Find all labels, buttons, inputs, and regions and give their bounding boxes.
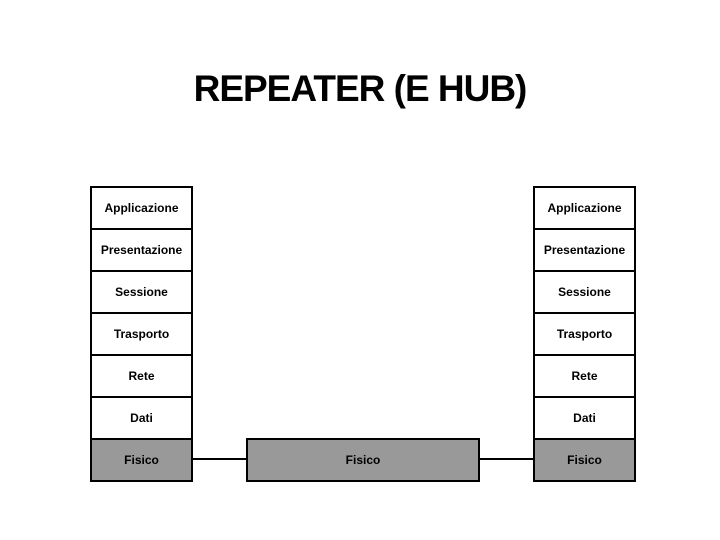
- slide-title: REPEATER (E HUB): [193, 68, 528, 109]
- layer-box-fisico: Fisico: [90, 438, 193, 482]
- osi-stack-left: Applicazione Presentazione Sessione Tras…: [90, 186, 193, 482]
- layer-box-presentazione: Presentazione: [533, 228, 636, 272]
- cable-line-left: [192, 458, 246, 460]
- repeater-hub-box: Fisico: [246, 438, 480, 482]
- layer-box-sessione: Sessione: [533, 270, 636, 314]
- osi-stack-right: Applicazione Presentazione Sessione Tras…: [533, 186, 636, 482]
- layer-box-dati: Dati: [90, 396, 193, 440]
- layer-box-presentazione: Presentazione: [90, 228, 193, 272]
- layer-box-sessione: Sessione: [90, 270, 193, 314]
- cable-line-right: [480, 458, 533, 460]
- layer-box-fisico: Fisico: [533, 438, 636, 482]
- layer-box-trasporto: Trasporto: [90, 312, 193, 356]
- layer-box-applicazione: Applicazione: [533, 186, 636, 230]
- layer-box-rete: Rete: [533, 354, 636, 398]
- layer-box-dati: Dati: [533, 396, 636, 440]
- layer-box-applicazione: Applicazione: [90, 186, 193, 230]
- layer-box-rete: Rete: [90, 354, 193, 398]
- layer-box-trasporto: Trasporto: [533, 312, 636, 356]
- hub-label: Fisico: [345, 453, 381, 467]
